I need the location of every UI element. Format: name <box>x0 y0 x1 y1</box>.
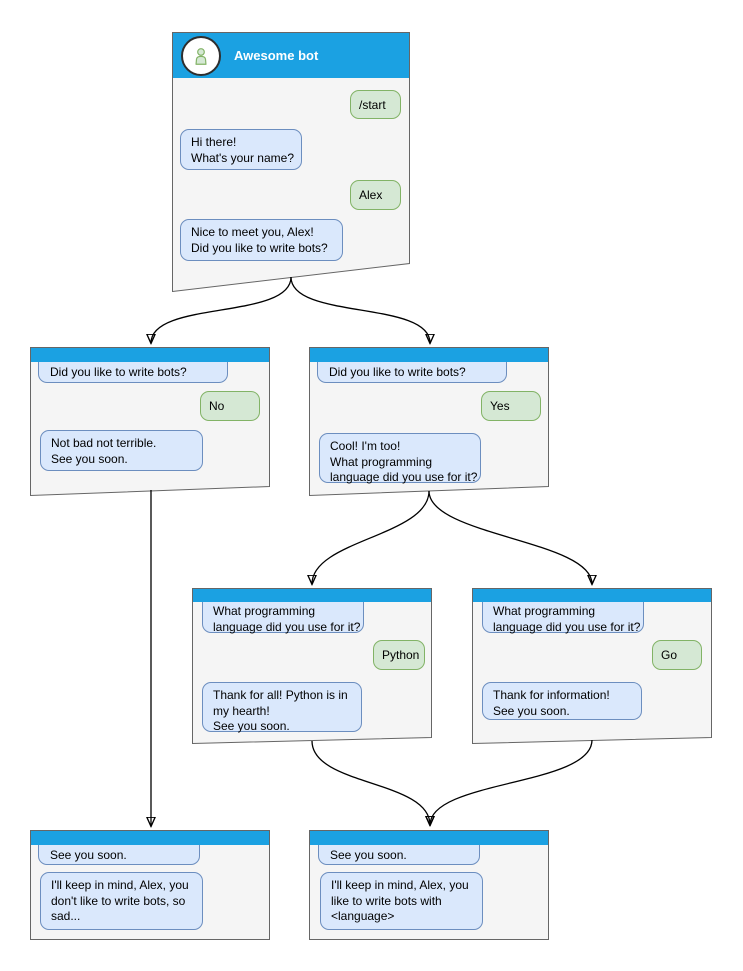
node-python-branch: What programming language did you use fo… <box>192 588 432 744</box>
message-bubble-user: Alex <box>350 180 401 210</box>
message-bubble-bot: Thank for all! Python is in my hearth! S… <box>202 682 362 733</box>
message-bubble-bot: Cool! I'm too! What programming language… <box>319 433 481 484</box>
message-bubble-user: /start <box>350 90 401 119</box>
window-header-strip <box>31 348 269 362</box>
node-yes-branch: Did you like to write bots? Yes Cool! I'… <box>309 347 549 497</box>
node-no-branch: Did you like to write bots? No Not bad n… <box>30 347 270 497</box>
arrow-yes-to-python <box>312 490 430 584</box>
message-bubble-bot: Hi there! What's your name? <box>180 129 302 170</box>
message-bubble-user: Go <box>652 640 702 670</box>
message-bubble-bot: Thank for information! See you soon. <box>482 682 642 720</box>
node-go-branch: What programming language did you use fo… <box>472 588 712 744</box>
window-header: Awesome bot <box>173 33 409 78</box>
arrow-go-to-final <box>430 739 593 825</box>
window-header-strip <box>310 348 548 362</box>
arrow-python-to-final <box>311 740 430 825</box>
arrow-yes-to-go <box>428 490 592 584</box>
person-icon <box>195 47 207 65</box>
window-header-strip <box>193 589 431 602</box>
window-title: Awesome bot <box>234 48 319 63</box>
message-bubble-bot: Nice to meet you, Alex! Did you like to … <box>180 219 343 261</box>
message-bubble-user: Yes <box>481 391 541 421</box>
message-bubble-bot: Not bad not terrible. See you soon. <box>40 430 203 471</box>
node-final-no: See you soon. I'll keep in mind, Alex, y… <box>30 830 270 940</box>
message-bubble-user: Python <box>373 640 425 670</box>
window-header-strip <box>310 831 548 845</box>
message-bubble-bot: I'll keep in mind, Alex, you don't like … <box>40 872 203 930</box>
window-header-strip <box>473 589 711 602</box>
window-header-strip <box>31 831 269 845</box>
message-bubble-user: No <box>200 391 260 421</box>
avatar <box>181 35 221 76</box>
node-final-yes: See you soon. I'll keep in mind, Alex, y… <box>309 830 549 940</box>
node-main-window: /start Hi there! What's your name? Alex … <box>172 32 410 292</box>
message-bubble-bot: I'll keep in mind, Alex, you like to wri… <box>320 872 483 930</box>
